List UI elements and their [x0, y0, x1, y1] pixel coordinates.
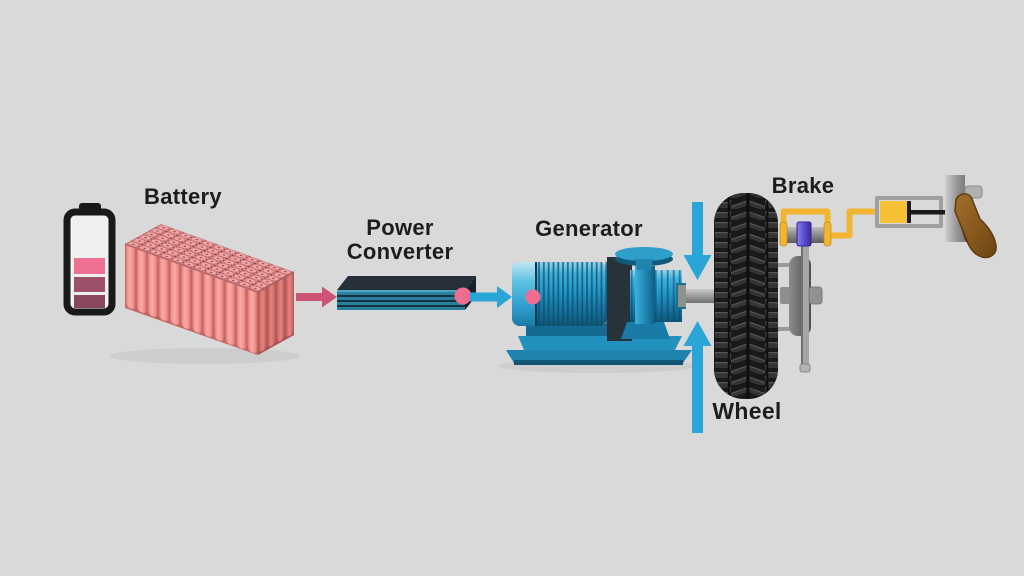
battery-label: Battery	[144, 184, 222, 209]
caliper-piston-band	[796, 221, 812, 247]
pushrod	[911, 210, 946, 215]
brake-line-to-master	[830, 208, 877, 239]
wheel-force-arrow-down-icon	[683, 202, 712, 280]
battery-pack-shadow	[110, 348, 300, 364]
converter-output-dot	[454, 287, 472, 305]
battery-bar-middle	[74, 277, 105, 292]
drive-shaft	[682, 289, 718, 303]
battery-pack-illustration	[124, 224, 295, 355]
generator-illustration	[506, 247, 718, 365]
power-converter-illustration	[337, 276, 476, 310]
generator-label: Generator	[535, 216, 643, 241]
power-converter-label-line2: Converter	[347, 239, 454, 264]
brake-caliper-assembly	[779, 208, 877, 247]
battery-to-converter-arrow-icon	[296, 286, 337, 308]
battery-charge-icon	[63, 203, 116, 316]
master-cylinder	[875, 196, 946, 228]
brake-pedal-assembly	[945, 175, 997, 259]
brake-line-arch	[780, 208, 831, 225]
brake-disc-assembly	[778, 242, 823, 373]
master-cylinder-piston	[880, 201, 908, 223]
wheel-label: Wheel	[712, 398, 781, 424]
brake-label: Brake	[772, 173, 835, 198]
power-converter-label-line1: Power	[366, 215, 434, 240]
wheel-tire-illustration	[714, 193, 778, 399]
wheel-force-arrow-up-icon	[683, 321, 712, 433]
brake-pedal	[954, 193, 997, 259]
wheel-hub-stub	[808, 286, 823, 305]
converter-to-generator-arrow-icon	[470, 286, 512, 308]
battery-bar-bottom	[74, 295, 105, 308]
battery-bar-top	[74, 258, 105, 274]
generator-terminal-dot	[525, 289, 541, 305]
